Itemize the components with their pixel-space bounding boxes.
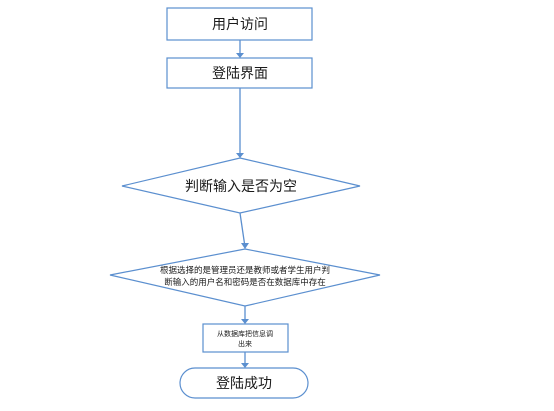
node-user-visit-label: 用户访问 <box>212 16 268 33</box>
arrowhead-login <box>236 53 244 58</box>
node-login-success-label: 登陆成功 <box>216 376 272 392</box>
node-check-db: 根据选择的是管理员还是教师或者学生用户判 断输入的用户名和密码是否在数据库中存在 <box>109 248 381 307</box>
node-user-visit: 用户访问 <box>166 7 313 41</box>
node-check-db-line1: 根据选择的是管理员还是教师或者学生用户判 <box>160 265 330 276</box>
node-check-empty-label: 判断输入是否为空 <box>185 179 297 195</box>
node-check-db-diamond <box>109 248 381 307</box>
node-fetch-info: 从数据库把信息调 出来 <box>202 323 289 353</box>
arrowhead-success <box>241 363 249 368</box>
node-login-page-box <box>166 57 313 89</box>
node-check-empty-diamond <box>121 157 361 214</box>
node-login-success-pill <box>179 367 309 399</box>
node-check-db-line2: 断输入的用户名和密码是否在数据库中存在 <box>164 277 326 288</box>
arrowhead-check-empty <box>236 153 244 158</box>
node-fetch-info-line1: 从数据库把信息调 <box>217 329 273 338</box>
arrowhead-fetch <box>241 319 249 324</box>
arrowhead-check-db <box>241 243 249 249</box>
edge-check-empty-to-check-db <box>239 212 246 248</box>
node-login-success: 登陆成功 <box>179 367 309 399</box>
node-fetch-info-line2: 出来 <box>238 339 252 348</box>
node-user-visit-box <box>166 7 313 41</box>
flow-edges <box>236 40 249 368</box>
node-login-page: 登陆界面 <box>166 57 313 89</box>
node-fetch-info-box <box>202 323 289 353</box>
node-login-page-label: 登陆界面 <box>212 66 268 82</box>
node-check-empty: 判断输入是否为空 <box>121 157 361 214</box>
